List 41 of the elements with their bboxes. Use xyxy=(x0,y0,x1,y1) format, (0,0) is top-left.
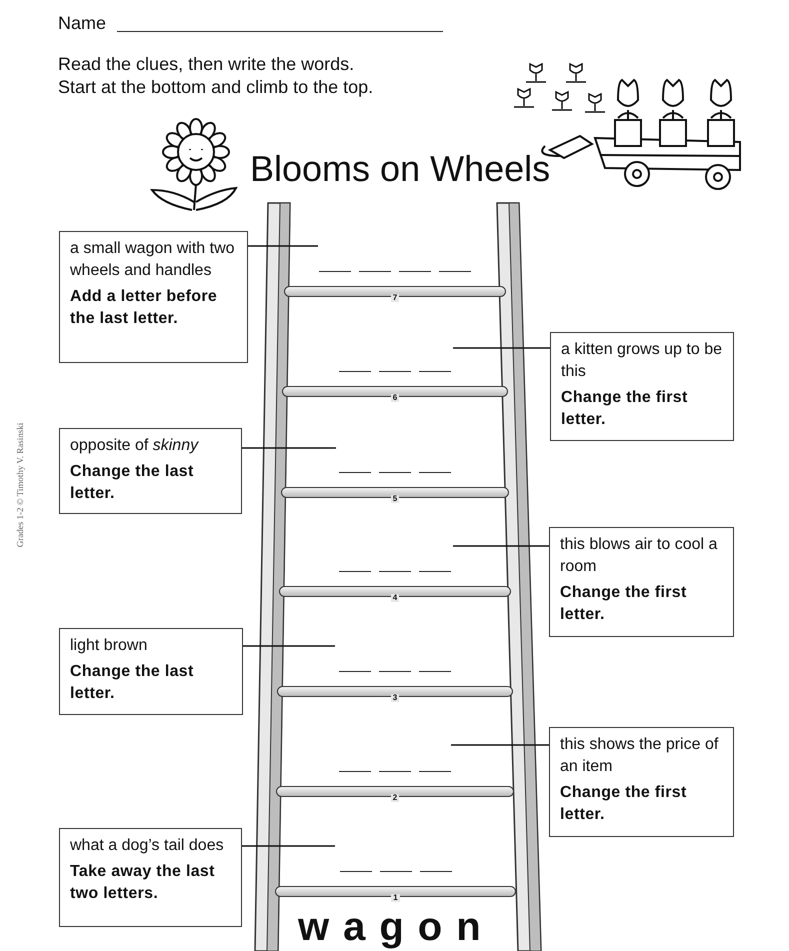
starting-word: wagon xyxy=(298,905,495,949)
instruction-text: Start at the bottom and climb to the top. xyxy=(58,77,374,98)
rung-number: 1 xyxy=(391,894,400,902)
leader-line xyxy=(248,245,318,247)
copyright-text: Grades 1-2 © Timothy V. Rasinski xyxy=(15,422,25,550)
clue-text: what a dog’s tail does xyxy=(70,836,225,856)
instruction-text: Read the clues, then write the words. xyxy=(58,54,354,75)
rung-number: 5 xyxy=(390,495,400,503)
clue-box xyxy=(59,828,242,927)
rung-number: 3 xyxy=(390,694,400,702)
leader-line xyxy=(453,347,550,349)
instruction-text: Change the last letter. xyxy=(70,462,195,504)
instruction-text: Change the last letter. xyxy=(70,662,195,704)
leader-line xyxy=(451,744,549,746)
rung-number: 2 xyxy=(390,794,400,802)
rung-number: 7 xyxy=(390,294,400,302)
clue-text: a kitten grows up to be this xyxy=(561,340,723,382)
rung-number: 6 xyxy=(390,394,400,402)
name-label: Name xyxy=(58,13,106,34)
clue-text: this shows the price of an item xyxy=(560,735,720,777)
leader-line xyxy=(242,845,335,847)
leader-line xyxy=(243,645,335,647)
leader-line xyxy=(453,545,549,547)
leader-line xyxy=(242,447,336,449)
instruction-text: Take away the last two letters. xyxy=(70,862,216,904)
clue-box xyxy=(549,527,734,637)
rung-number: 4 xyxy=(390,594,400,602)
clue-text: opposite of skinny xyxy=(70,436,200,456)
clue-text: a small wagon with two wheels and handles xyxy=(70,239,236,281)
clue-box xyxy=(59,231,248,363)
instruction-text: Change the first letter. xyxy=(560,583,688,625)
clue-box xyxy=(550,332,734,441)
clue-box xyxy=(549,727,734,837)
clue-text: this blows air to cool a room xyxy=(560,535,718,577)
clue-box xyxy=(59,428,242,514)
clue-box xyxy=(59,628,243,715)
title: Blooms on Wheels xyxy=(250,148,550,190)
instruction-text: Change the first letter. xyxy=(561,388,689,430)
instruction-text: Add a letter before the last letter. xyxy=(70,287,218,329)
instruction-text: Change the first letter. xyxy=(560,783,688,825)
clue-text: light brown xyxy=(70,636,148,656)
